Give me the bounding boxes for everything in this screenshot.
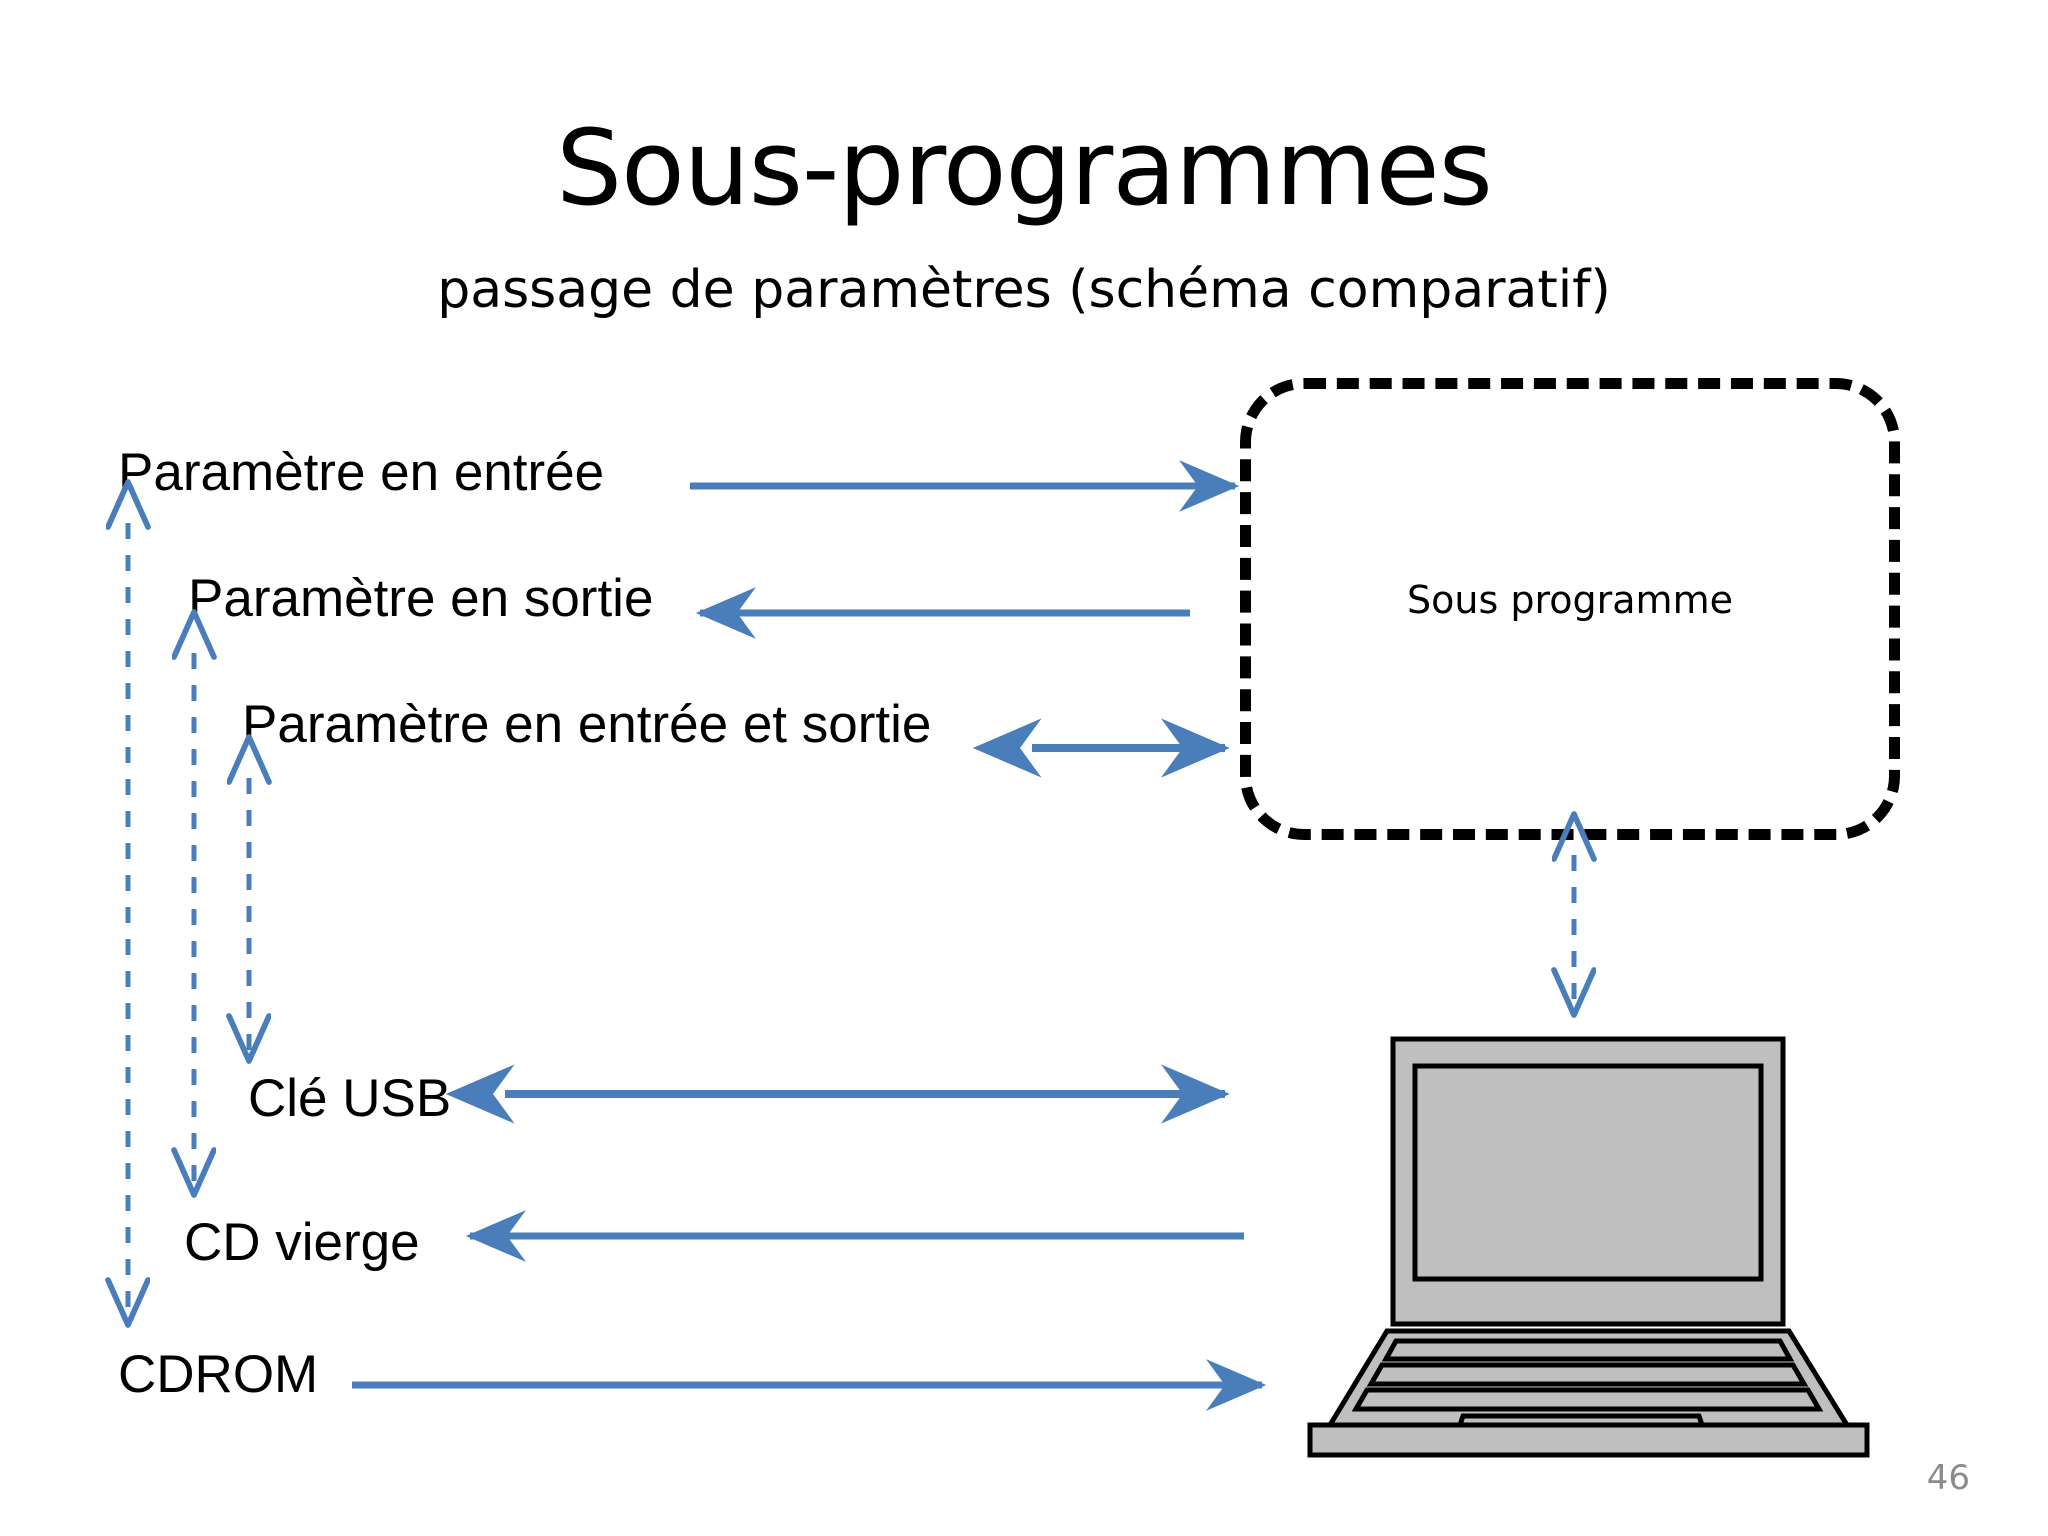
laptop-base (1307, 1422, 1870, 1458)
label-usb-key: Clé USB (248, 1069, 452, 1128)
laptop-keyboard-row-2 (1366, 1362, 1809, 1387)
label-param-inout: Paramètre en entrée et sortie (242, 695, 932, 754)
laptop-screen (1412, 1063, 1764, 1282)
laptop-keyboard-row-1 (1381, 1338, 1795, 1362)
label-param-out: Paramètre en sortie (188, 569, 654, 628)
page-subtitle: passage de paramètres (schéma comparatif… (437, 260, 1611, 320)
page-title: Sous-programmes (556, 107, 1493, 229)
label-blank-cd: CD vierge (184, 1213, 420, 1272)
label-cdrom: CDROM (118, 1345, 319, 1404)
laptop-keyboard-row-3 (1351, 1387, 1824, 1412)
label-param-in: Paramètre en entrée (118, 443, 605, 502)
laptop-illustration (1307, 1036, 1870, 1458)
page-number: 46 (1926, 1458, 1970, 1498)
subprogram-box-label: Sous programme (1407, 578, 1733, 622)
